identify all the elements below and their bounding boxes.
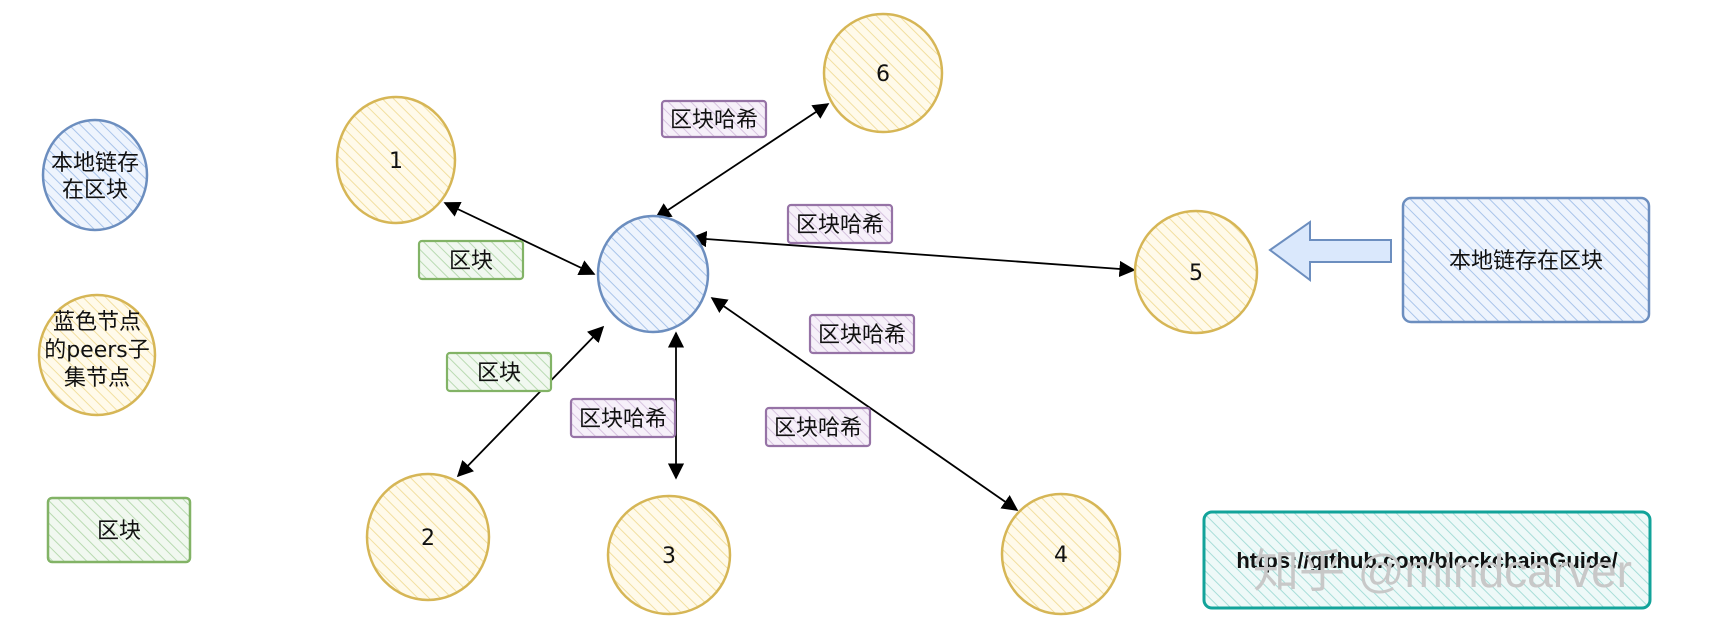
- edge-label-to6-text: 区块哈希: [670, 108, 758, 133]
- legend-peer-line1: 蓝色节点: [53, 310, 141, 335]
- edge-label-to3-text: 区块哈希: [579, 407, 667, 432]
- legend-peer-line2: 的peers子: [44, 338, 150, 363]
- edge-center-node2: [456, 325, 605, 478]
- edge-label-to4-a: 区块哈希: [808, 313, 916, 355]
- edge-label-to4-a-text: 区块哈希: [818, 323, 906, 348]
- center-node: [596, 214, 710, 334]
- node-6: 6: [822, 12, 944, 134]
- legend-local-chain-line2: 在区块: [62, 178, 128, 203]
- node-5-label: 5: [1189, 261, 1203, 286]
- edge-label-to6: 区块哈希: [660, 99, 768, 139]
- legend-local-chain: 本地链存 在区块: [41, 118, 149, 232]
- edge-center-node6: [654, 103, 830, 219]
- node-4: 4: [1000, 492, 1122, 616]
- edge-label-to4-b: 区块哈希: [764, 406, 872, 448]
- edge-center-node5: [690, 230, 1136, 278]
- edge-label-to1: 区块: [417, 239, 525, 281]
- edges: [443, 103, 1136, 511]
- edge-label-to5: 区块哈希: [786, 203, 894, 245]
- legend-block: 区块: [46, 496, 192, 564]
- incoming-block-arrow: [1268, 220, 1392, 282]
- node-4-label: 4: [1054, 543, 1068, 568]
- edge-center-node4: [710, 297, 1019, 511]
- local-chain-source-label: 本地链存在区块: [1449, 249, 1603, 274]
- watermark: 知乎 @mindcarver: [1253, 545, 1632, 597]
- edge-label-to3: 区块哈希: [569, 397, 677, 439]
- node-5: 5: [1133, 209, 1259, 335]
- node-2: 2: [365, 472, 491, 602]
- legend-peer-line3: 集节点: [64, 366, 130, 391]
- legend-block-label: 区块: [97, 519, 141, 544]
- node-1: 1: [335, 95, 457, 225]
- legend-peer-subset: 蓝色节点 的peers子 集节点: [37, 293, 157, 417]
- legend-local-chain-line1: 本地链存: [51, 151, 139, 176]
- node-3-label: 3: [662, 544, 676, 569]
- edge-center-node1: [443, 201, 596, 276]
- url-text: https://github.com/blockchainGuide/: [1236, 548, 1617, 573]
- edge-label-to2: 区块: [445, 351, 553, 393]
- edge-label-to5-text: 区块哈希: [796, 213, 884, 238]
- node-6-label: 6: [876, 62, 890, 87]
- edge-label-to4-b-text: 区块哈希: [774, 416, 862, 441]
- edge-label-to1-text: 区块: [449, 249, 493, 274]
- node-2-label: 2: [421, 526, 435, 551]
- local-chain-source-box: 本地链存在区块: [1401, 196, 1651, 324]
- edge-label-to2-text: 区块: [477, 361, 521, 386]
- node-1-label: 1: [389, 149, 403, 174]
- url-box: https://github.com/blockchainGuide/: [1202, 510, 1652, 610]
- node-3: 3: [606, 494, 732, 616]
